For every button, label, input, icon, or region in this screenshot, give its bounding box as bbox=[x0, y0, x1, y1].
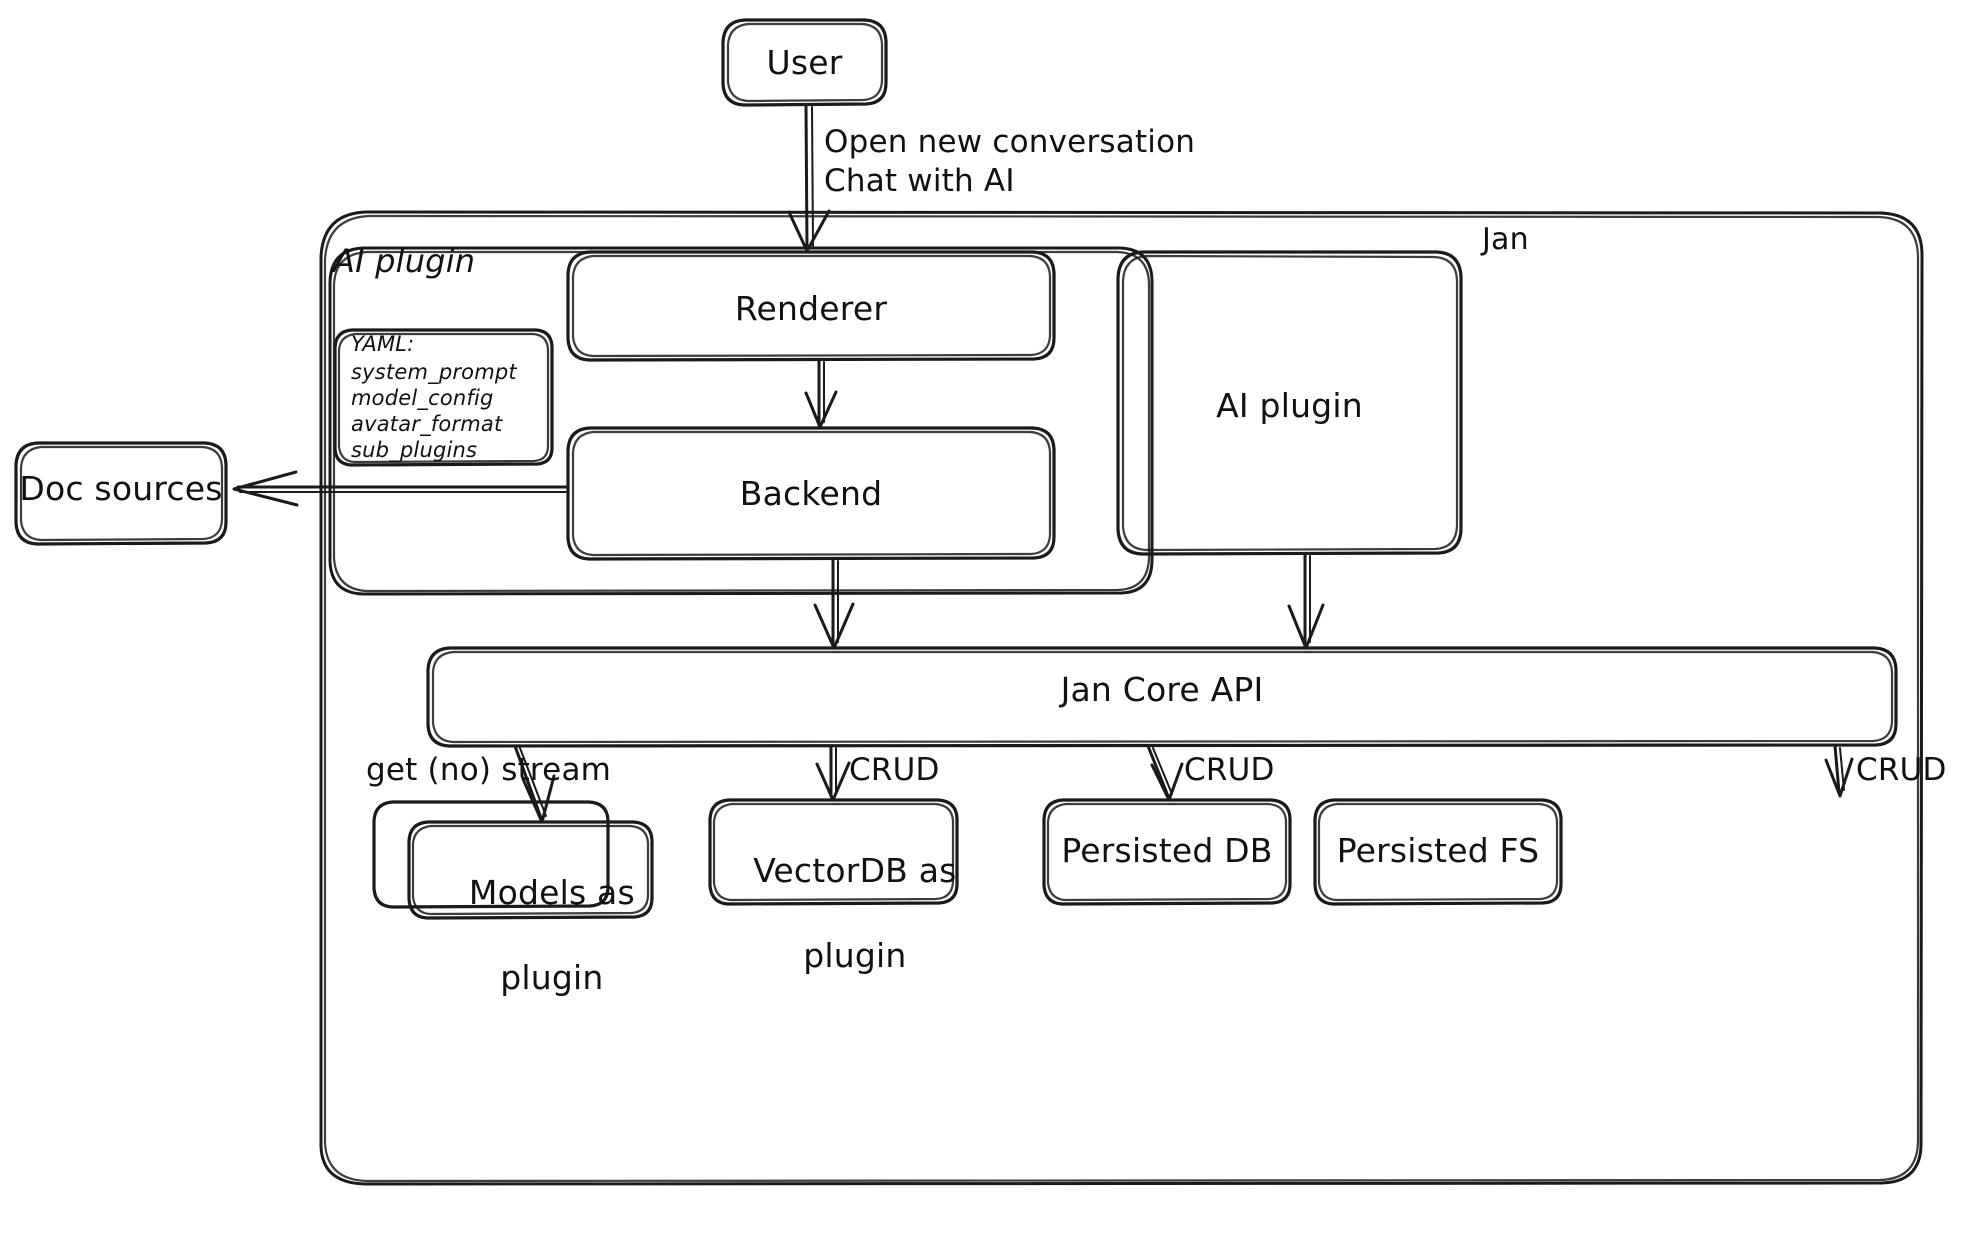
node-persisted-db-shape bbox=[1042, 798, 1292, 906]
edge-user-to-renderer bbox=[787, 103, 831, 253]
node-ai-plugin-shape bbox=[1116, 250, 1463, 556]
edge-renderer-to-backend bbox=[804, 358, 838, 429]
edge-core-to-persisted-fs bbox=[1824, 744, 1854, 798]
node-models-as-plugin-label-line1: Models as bbox=[468, 873, 635, 913]
edge-core-to-persisted-db-label: CRUD bbox=[1184, 752, 1275, 788]
container-ai-plugin-group bbox=[328, 246, 1154, 596]
edge-core-to-vectordb bbox=[815, 744, 851, 802]
container-ai-plugin-group-label: AI plugin bbox=[333, 242, 476, 280]
node-models-as-plugin-back-shape bbox=[372, 800, 610, 909]
edge-backend-to-core bbox=[813, 557, 855, 650]
node-backend-shape bbox=[566, 426, 1056, 561]
node-user-shape bbox=[721, 18, 888, 107]
node-yaml-note-shape bbox=[333, 328, 554, 467]
node-persisted-fs-shape bbox=[1313, 798, 1563, 906]
node-renderer-shape bbox=[566, 250, 1056, 362]
node-jan-core-api-shape bbox=[426, 646, 1898, 748]
edge-ai-plugin-to-core bbox=[1287, 552, 1325, 650]
container-jan-label: Jan bbox=[1482, 222, 1529, 257]
node-vectordb-as-plugin-label: VectorDB as plugin bbox=[710, 808, 957, 1019]
node-models-as-plugin-label: Models as plugin bbox=[409, 830, 652, 1041]
yaml-note-key-sub-plugins: sub_plugins bbox=[351, 438, 478, 462]
yaml-note-key-model-config: model_config bbox=[351, 386, 494, 410]
node-doc-sources-label: Doc sources bbox=[19, 469, 223, 508]
node-persisted-fs-label: Persisted FS bbox=[1336, 831, 1540, 870]
yaml-note-key-avatar-format: avatar_format bbox=[351, 412, 503, 436]
edge-core-to-models bbox=[513, 744, 556, 824]
node-models-as-plugin-shape bbox=[407, 820, 654, 920]
container-jan bbox=[319, 210, 1924, 1186]
node-backend-label: Backend bbox=[739, 474, 883, 513]
node-doc-sources-shape bbox=[14, 441, 228, 546]
edge-backend-to-doc-sources bbox=[232, 470, 570, 507]
node-jan-core-api-label: Jan Core API bbox=[1060, 670, 1264, 709]
node-models-as-plugin-label-line2: plugin bbox=[500, 957, 604, 997]
yaml-note-heading: YAML: bbox=[351, 332, 415, 356]
edge-core-to-vectordb-label: CRUD bbox=[849, 752, 940, 788]
node-vectordb-as-plugin-label-line1: VectorDB as bbox=[753, 851, 957, 891]
edge-core-to-persisted-fs-label: CRUD bbox=[1856, 752, 1947, 788]
edge-core-to-models-label: get (no) stream bbox=[366, 752, 612, 788]
edge-user-to-renderer-label-line2: Chat with AI bbox=[824, 163, 1015, 199]
node-vectordb-as-plugin-shape bbox=[708, 798, 959, 906]
node-ai-plugin-label: AI plugin bbox=[1216, 386, 1363, 425]
node-vectordb-as-plugin-label-line2: plugin bbox=[803, 935, 907, 975]
edge-user-to-renderer-label-line1: Open new conversation bbox=[824, 124, 1196, 160]
node-user-label: User bbox=[766, 43, 843, 82]
node-persisted-db-label: Persisted DB bbox=[1061, 831, 1273, 870]
node-renderer-label: Renderer bbox=[734, 289, 888, 328]
edge-core-to-persisted-db bbox=[1146, 744, 1184, 802]
yaml-note-key-system-prompt: system_prompt bbox=[351, 360, 517, 384]
